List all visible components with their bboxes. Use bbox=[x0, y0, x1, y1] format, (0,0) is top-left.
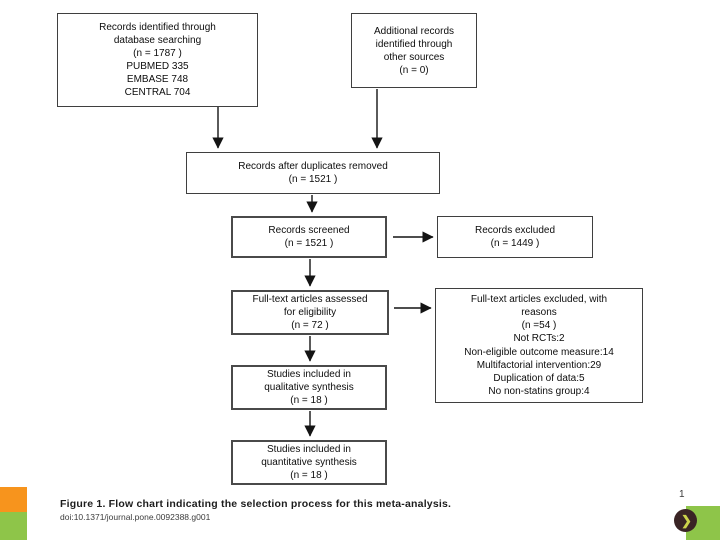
corner-accent-orange bbox=[0, 487, 27, 512]
box-line: identified through bbox=[375, 38, 453, 50]
box-fulltext-excluded: Full-text articles excluded, with reason… bbox=[435, 288, 643, 403]
box-line: Full-text articles excluded, with bbox=[470, 293, 608, 305]
box-line: Not RCTs:2 bbox=[513, 333, 565, 345]
box-qualitative-synthesis: Studies included in qualitative synthesi… bbox=[231, 365, 387, 410]
box-additional-records: Additional records identified through ot… bbox=[351, 13, 477, 88]
figure-caption: Figure 1. Flow chart indicating the sele… bbox=[60, 498, 620, 522]
box-line: (n = 1521 ) bbox=[284, 238, 334, 249]
box-line: No non-statins group:4 bbox=[488, 386, 590, 398]
box-line: Records identified through bbox=[99, 22, 216, 33]
box-line: (n = 18 ) bbox=[290, 395, 328, 406]
box-line: Records screened bbox=[268, 225, 350, 236]
box-fulltext-assessed: Full-text articles assessed for eligibil… bbox=[231, 290, 389, 335]
box-line: for eligibility bbox=[283, 307, 337, 318]
box-records-screened: Records screened (n = 1521 ) bbox=[231, 216, 387, 258]
box-records-excluded: Records excluded (n = 1449 ) bbox=[437, 216, 593, 258]
box-line: Non-eligible outcome measure:14 bbox=[464, 346, 614, 358]
box-line: CENTRAL 704 bbox=[124, 87, 191, 98]
box-line: quantitative synthesis bbox=[261, 457, 357, 468]
box-line: qualitative synthesis bbox=[264, 382, 354, 393]
chevron-right-icon: ❯ bbox=[681, 513, 692, 528]
box-line: (n =54 ) bbox=[521, 320, 557, 332]
box-line: database searching bbox=[113, 35, 202, 46]
box-line: EMBASE 748 bbox=[126, 74, 189, 85]
box-line: (n = 18 ) bbox=[290, 470, 328, 481]
box-line: (n = 72 ) bbox=[291, 320, 329, 331]
next-slide-button[interactable]: ❯ bbox=[674, 509, 697, 532]
box-line: Records after duplicates removed bbox=[238, 161, 388, 172]
box-records-identified: Records identified through database sear… bbox=[57, 13, 258, 107]
box-line: (n = 0) bbox=[399, 64, 429, 76]
box-line: Additional records bbox=[373, 25, 455, 37]
slide-page-number: 1 bbox=[679, 489, 685, 500]
box-duplicates-removed: Records after duplicates removed (n = 15… bbox=[186, 152, 440, 194]
box-quantitative-synthesis: Studies included in quantitative synthes… bbox=[231, 440, 387, 485]
box-line: Records excluded bbox=[474, 225, 556, 236]
box-line: Studies included in bbox=[267, 369, 351, 380]
box-line: (n = 1787 ) bbox=[133, 48, 182, 59]
corner-accent-green-left bbox=[0, 512, 27, 540]
figure-caption-title: Figure 1. Flow chart indicating the sele… bbox=[60, 498, 452, 510]
figure-caption-doi: doi:10.1371/journal.pone.0092388.g001 bbox=[60, 512, 211, 522]
box-line: PUBMED 335 bbox=[126, 61, 189, 72]
box-line: Multifactorial intervention:29 bbox=[476, 359, 602, 371]
box-line: (n = 1521 ) bbox=[288, 174, 338, 185]
box-line: Full-text articles assessed bbox=[252, 294, 368, 305]
box-line: Duplication of data:5 bbox=[493, 372, 585, 384]
box-line: (n = 1449 ) bbox=[490, 238, 540, 249]
box-line: Studies included in bbox=[267, 444, 351, 455]
box-line: other sources bbox=[383, 51, 445, 63]
box-line: reasons bbox=[521, 306, 557, 318]
